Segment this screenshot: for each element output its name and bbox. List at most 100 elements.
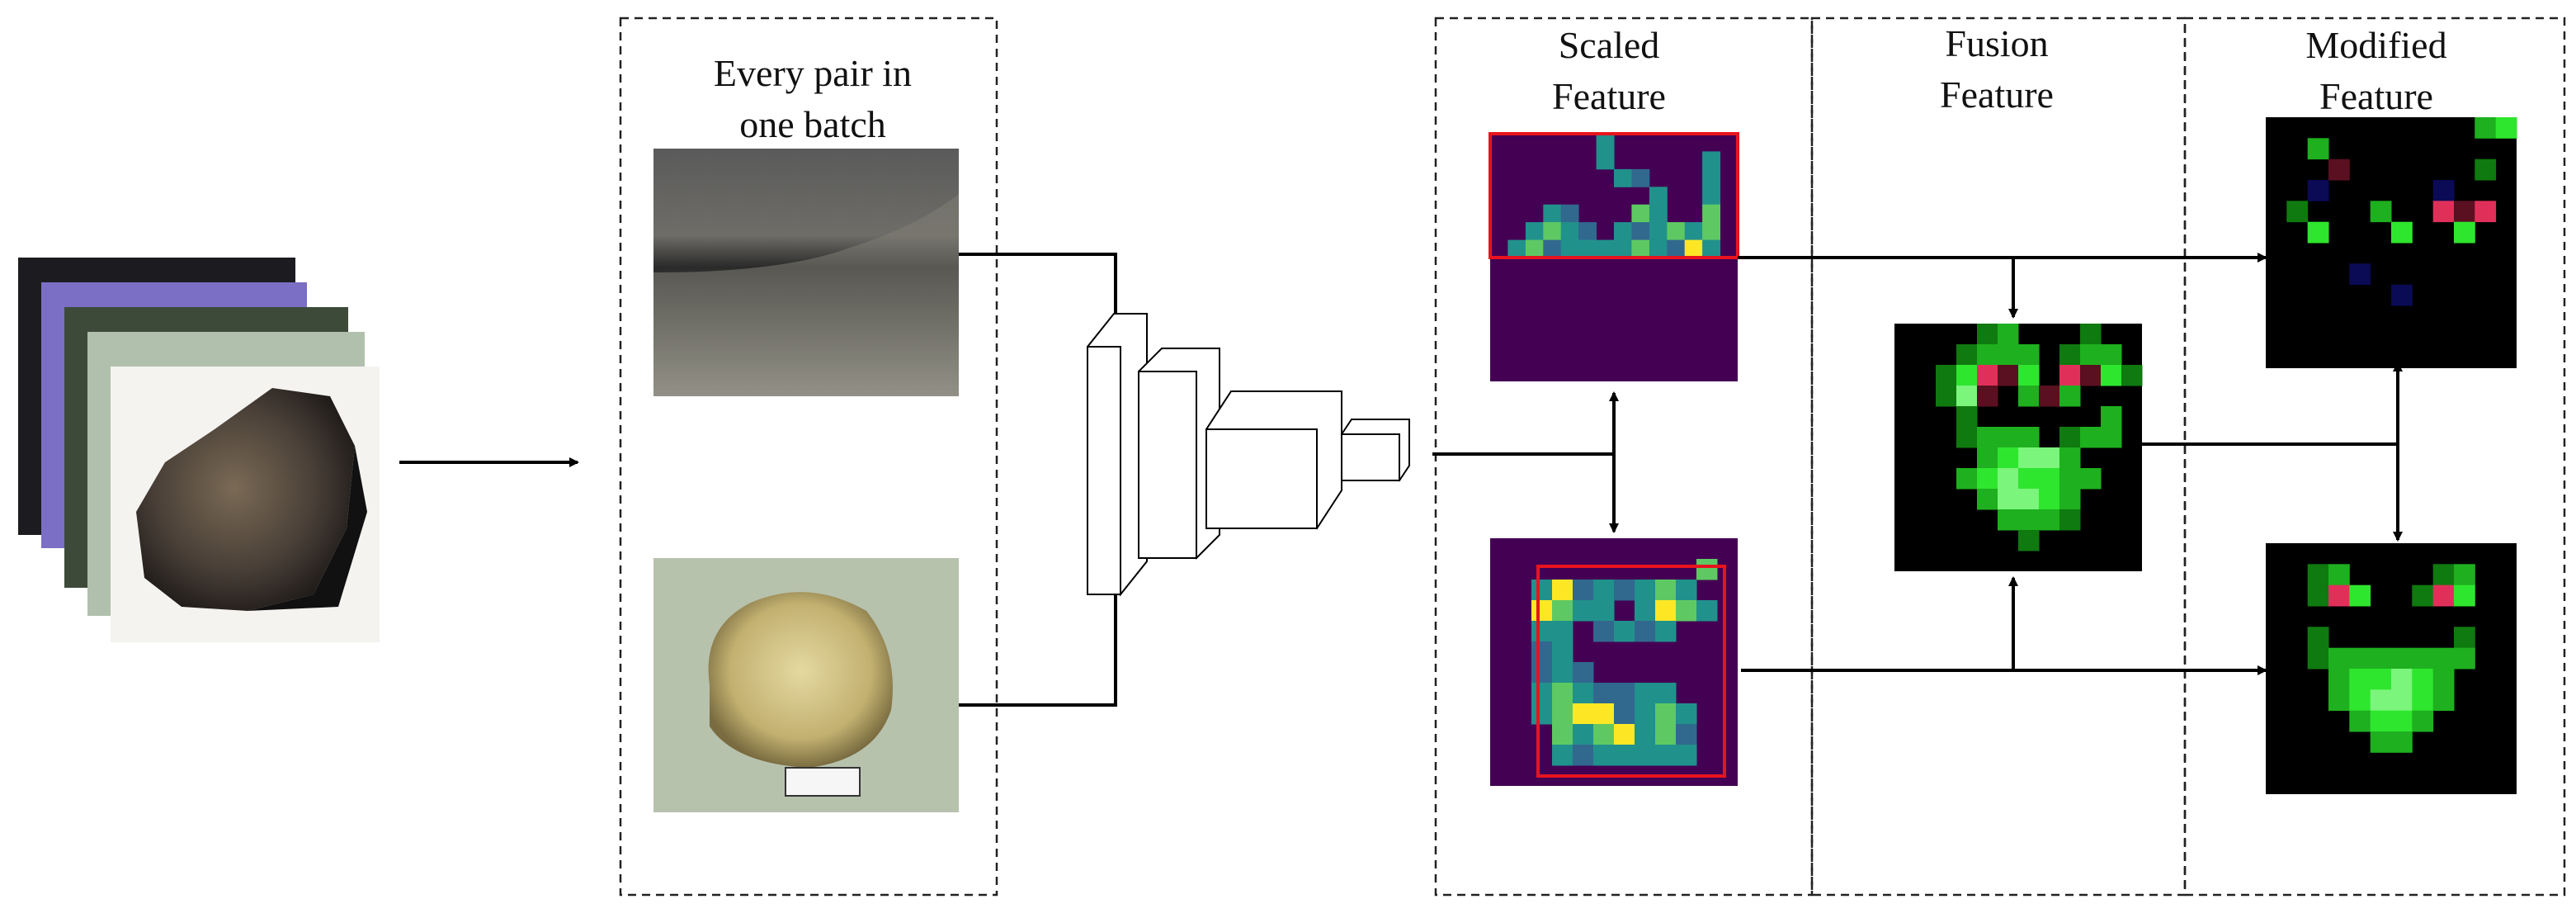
- modified-top-map-cell: [2307, 221, 2329, 244]
- fusion-map-cell: [1956, 468, 1978, 490]
- fusion-map-cell: [2018, 489, 2040, 510]
- bottom-heatmap-cell: [1593, 683, 1615, 704]
- fusion-title-line2: Feature: [1940, 73, 2054, 116]
- modified-bottom-map-cell: [2370, 689, 2392, 712]
- bottom-heatmap-cell: [1552, 600, 1573, 622]
- bottom-heatmap-cell: [1531, 683, 1553, 704]
- fusion-map-cell: [2121, 365, 2143, 386]
- modified-bottom-map-cell: [2432, 564, 2455, 586]
- fusion-map-cell: [1936, 365, 1957, 386]
- fusion-map-cell: [2018, 530, 2040, 551]
- fusion-map-cell: [1977, 489, 1998, 510]
- modified-bottom-map-cell: [2349, 584, 2371, 607]
- bottom-heatmap-cell: [1593, 580, 1615, 601]
- modified-bottom-map-cell: [2328, 689, 2350, 712]
- modified-bottom-map-cell: [2432, 669, 2455, 690]
- fusion-map-cell: [1977, 386, 1998, 407]
- fusion-map-cell: [1977, 427, 1998, 448]
- top-heatmap-cell: [1631, 222, 1650, 240]
- fusion-map-cell: [2059, 365, 2081, 386]
- bottom-heatmap-cell: [1573, 724, 1594, 745]
- bottom-heatmap-cell: [1614, 580, 1635, 601]
- modified-bottom-map-cell: [2412, 689, 2434, 712]
- bottom-heatmap-cell: [1531, 641, 1553, 663]
- modified-top-map-cell: [2370, 201, 2392, 223]
- fusion-feature-map: [1894, 324, 2143, 571]
- fusion-map-cell: [1956, 427, 1978, 448]
- fusion-map-cell: [2080, 365, 2102, 386]
- bottom-heatmap-cell: [1635, 580, 1656, 601]
- fusion-map-cell: [1998, 324, 2019, 345]
- scaled-panel-frame: [1434, 17, 1814, 897]
- bottom-heatmap-cell: [1552, 641, 1573, 663]
- scaled-title-line2: Feature: [1552, 75, 1666, 117]
- fusion-map-cell: [2059, 427, 2081, 448]
- fusion-map-cell: [2101, 344, 2122, 366]
- fusion-map-cell: [2101, 406, 2122, 428]
- modified-top-map-cell: [2307, 180, 2329, 201]
- top-heatmap-cell: [1684, 222, 1703, 240]
- backbone-block4-front: [1341, 433, 1400, 481]
- bottom-heatmap-cell: [1552, 745, 1573, 766]
- pair-image-top: [653, 149, 959, 396]
- top-pair-connector: [959, 253, 1117, 322]
- bottom-heatmap-cell: [1573, 683, 1594, 704]
- fusion-map-cell: [1998, 344, 2019, 366]
- backbone-block3-front: [1205, 428, 1318, 529]
- top-heatmap-cell: [1560, 222, 1579, 240]
- fusion-map-cell: [1998, 447, 2019, 469]
- modified-feature-bottom-map: [2266, 543, 2517, 794]
- fusion-map-cell: [2059, 386, 2081, 407]
- bottom-heatmap-cell: [1531, 703, 1553, 725]
- fusion-map-cell: [1998, 365, 2019, 386]
- cave-floor: [653, 194, 959, 396]
- modified-bottom-map-cell: [2412, 669, 2434, 690]
- fusion-map-cell: [1956, 386, 1978, 407]
- fusion-map-cell: [1977, 468, 1998, 490]
- modified-bottom-map-cell: [2370, 669, 2392, 690]
- modified-bottom-map-cell: [2307, 627, 2329, 649]
- bottom-heatmap-cell: [1676, 580, 1697, 601]
- bottom-heatmap-cell: [1635, 703, 1656, 725]
- fusion-map-cell: [1956, 365, 1978, 386]
- bottom-heatmap-cell: [1614, 703, 1635, 725]
- modified-top-map-cell: [2475, 201, 2497, 223]
- bottom-heatmap-cell: [1635, 600, 1656, 622]
- modified-top-map-cell: [2495, 117, 2517, 139]
- top-heatmap-cell: [1667, 222, 1686, 240]
- cnn-backbone-icon: [1086, 313, 1410, 597]
- modified-bottom-map-cell: [2370, 731, 2392, 753]
- top-heatmap-cell: [1614, 239, 1632, 258]
- bottom-heatmap-cell: [1676, 745, 1697, 766]
- fusion-map-cell: [2059, 489, 2081, 510]
- modified-bottom-map-cell: [2391, 669, 2413, 690]
- pair-title-line1: Every pair in: [713, 52, 913, 94]
- modified-bottom-map-cell: [2349, 669, 2371, 690]
- top-heatmap-cell: [1631, 204, 1650, 223]
- modified-bottom-map-cell: [2328, 564, 2350, 586]
- bottom-heatmap-cell: [1696, 600, 1718, 622]
- fusion-map-cell: [1977, 447, 1998, 469]
- scaled-title-line1: Scaled: [1558, 24, 1660, 66]
- bottom-heatmap-cell: [1635, 724, 1656, 745]
- top-heatmap-cell: [1560, 239, 1579, 258]
- modified-panel-title: Modified Feature: [2187, 20, 2566, 122]
- fusion-map-cell: [1998, 509, 2019, 531]
- bottom-heatmap-cell: [1573, 703, 1594, 725]
- fusion-map-cell: [2018, 468, 2040, 490]
- fusion-map-cell: [2018, 427, 2040, 448]
- top-heatmap-cell: [1702, 187, 1720, 206]
- bottom-heatmap-cell: [1676, 600, 1697, 622]
- bottom-heatmap-cell: [1552, 621, 1573, 642]
- fusion-map-cell: [1977, 344, 1998, 366]
- fusion-map-cell: [2101, 365, 2122, 386]
- fusion-panel-title: Fusion Feature: [1832, 18, 2162, 121]
- modified-bottom-map-cell: [2349, 647, 2371, 670]
- top-heatmap-cell: [1525, 222, 1544, 240]
- bottom-heatmap-cell: [1655, 621, 1677, 642]
- bottom-heatmap-cell: [1552, 703, 1573, 725]
- modified-bottom-map-cell: [2328, 669, 2350, 690]
- fusion-map-cell: [2039, 447, 2060, 469]
- modified-bottom-map-cell: [2370, 647, 2392, 670]
